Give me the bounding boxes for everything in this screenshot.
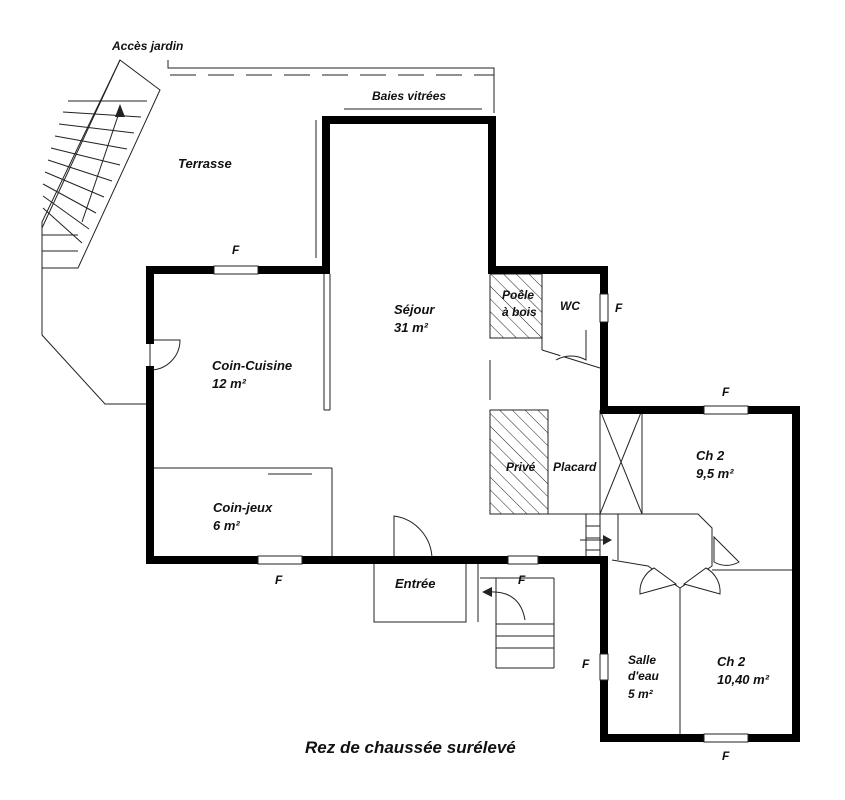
entry-stair-arrow: [487, 591, 526, 621]
area-jeux: 6 m²: [213, 518, 240, 533]
window-mark-cuisine: F: [232, 243, 240, 257]
door-cuisine-terrasse: [149, 339, 181, 371]
label-wc: WC: [560, 299, 580, 313]
area-salle: 5 m²: [628, 687, 654, 701]
window-mark-jeux: F: [275, 573, 283, 587]
label-salle-1: Salle: [628, 653, 656, 667]
label-poele-2: à bois: [502, 305, 537, 319]
window-mark-wc: F: [615, 301, 623, 315]
label-entree: Entrée: [395, 576, 435, 591]
area-ch2-lower: 10,40 m²: [717, 672, 770, 687]
exterior-walls: [146, 116, 800, 742]
stairs-arrow: [81, 109, 121, 223]
label-poele-1: Poêle: [502, 288, 534, 302]
stove-hatch: [489, 273, 543, 339]
window-entree: [507, 555, 539, 565]
window-mark-entree: F: [518, 573, 526, 587]
door-ch2-upper: [713, 535, 740, 566]
door-salle-eau: [639, 567, 678, 595]
area-cuisine: 12 m²: [212, 376, 247, 391]
interior-partitions: [150, 270, 796, 738]
terrace: [41, 59, 495, 405]
window-ch2-upper: [703, 405, 749, 415]
window-cuisine: [213, 265, 259, 275]
arrows: [482, 535, 612, 621]
door-wc: [555, 330, 587, 361]
window-wc: [599, 293, 609, 323]
door-ch2-lower: [682, 567, 721, 595]
label-terrasse: Terrasse: [178, 156, 232, 171]
label-baies-vitrees: Baies vitrées: [372, 89, 446, 103]
labels: Accès jardin Baies vitrées Terrasse Séjo…: [111, 39, 770, 763]
window-jeux: [257, 555, 303, 565]
label-ch2-lower: Ch 2: [717, 654, 746, 669]
terrace-outline: [41, 59, 150, 405]
doors: [149, 330, 740, 595]
label-salle-2: d'eau: [628, 669, 660, 683]
window-mark-ch2-lower: F: [722, 749, 730, 763]
label-prive: Privé: [506, 460, 536, 474]
window-mark-ch2-upper: F: [722, 385, 730, 399]
window-salle-eau: [599, 653, 609, 681]
window-mark-salle: F: [582, 657, 590, 671]
terrace-railing: [167, 60, 495, 113]
door-entree: [393, 515, 433, 561]
prive-hatch: [489, 409, 549, 515]
label-placard: Placard: [553, 460, 597, 474]
garden-stairs: [41, 59, 161, 269]
label-cuisine: Coin-Cuisine: [212, 358, 292, 373]
area-sejour: 31 m²: [394, 320, 429, 335]
label-jeux: Coin-jeux: [213, 500, 273, 515]
label-sejour: Séjour: [394, 302, 435, 317]
label-acces-jardin: Accès jardin: [111, 39, 183, 53]
window-ch2-lower: [703, 733, 749, 743]
windows: [213, 265, 749, 743]
label-ch2-upper: Ch 2: [696, 448, 725, 463]
plan-title: Rez de chaussée surélevé: [305, 738, 516, 757]
area-ch2-upper: 9,5 m²: [696, 466, 734, 481]
